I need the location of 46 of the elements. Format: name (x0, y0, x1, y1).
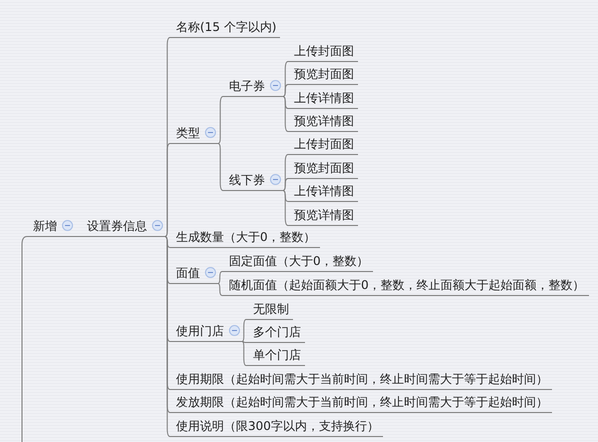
connector-line (218, 96, 224, 144)
topic: 上传详情图 (288, 183, 358, 202)
topic: 无限制 (246, 301, 293, 320)
topic: 预览封面图 (288, 66, 358, 85)
topic: 多个门店 (246, 324, 305, 343)
topic-text: 使用门店 (176, 324, 224, 338)
topic: 生成数量（大于0，整数） (170, 229, 320, 248)
topic: 发放期限（起始时间需大于当前时间，终止时间需大于等于起始时间） (170, 394, 552, 413)
topic (27, 218, 75, 237)
connector-line (282, 178, 288, 191)
connector-line (218, 283, 222, 296)
connector-line (242, 341, 246, 343)
topic: 使用期限（起始时间需大于当前时间，终止时间需大于等于起始时间） (170, 371, 552, 390)
topic (170, 265, 218, 284)
topic (223, 172, 283, 191)
topic: 预览详情图 (288, 207, 358, 226)
topic-text: 面值 (176, 266, 200, 280)
topic: 随机面值（起始面额大于0，整数，终止面额大于起始面额，整数） (222, 277, 589, 296)
connector-line (22, 236, 28, 442)
connector-line (218, 143, 224, 191)
topic (223, 78, 283, 97)
topic: 名称(15 个字以内) (170, 19, 280, 38)
topic (170, 125, 218, 144)
topic-text: 设置券信息 (87, 219, 147, 233)
topic: 使用说明（限300字以内，支持换行） (170, 418, 383, 437)
topic-text: 新增 (33, 219, 57, 233)
connector-line (164, 143, 170, 237)
connector-line (218, 271, 222, 284)
connector-line (282, 190, 288, 226)
connector-line (282, 96, 288, 132)
topic-text: 电子券 (229, 79, 265, 93)
topic: 预览详情图 (288, 113, 358, 132)
connector-line (74, 236, 82, 237)
topic-text: 线下券 (229, 173, 265, 187)
connector-line (242, 341, 246, 366)
topic (170, 323, 242, 342)
topic: 固定面值（大于0，整数） (222, 253, 373, 272)
topic: 上传封面图 (288, 136, 358, 155)
topic: 上传详情图 (288, 90, 358, 109)
topic-text: 类型 (176, 126, 200, 140)
topic (81, 218, 165, 237)
connector-line (242, 319, 246, 342)
topic: 单个门店 (246, 347, 305, 366)
topic: 预览封面图 (288, 160, 358, 179)
topic: 上传封面图 (288, 43, 358, 62)
connector-line (282, 84, 288, 97)
